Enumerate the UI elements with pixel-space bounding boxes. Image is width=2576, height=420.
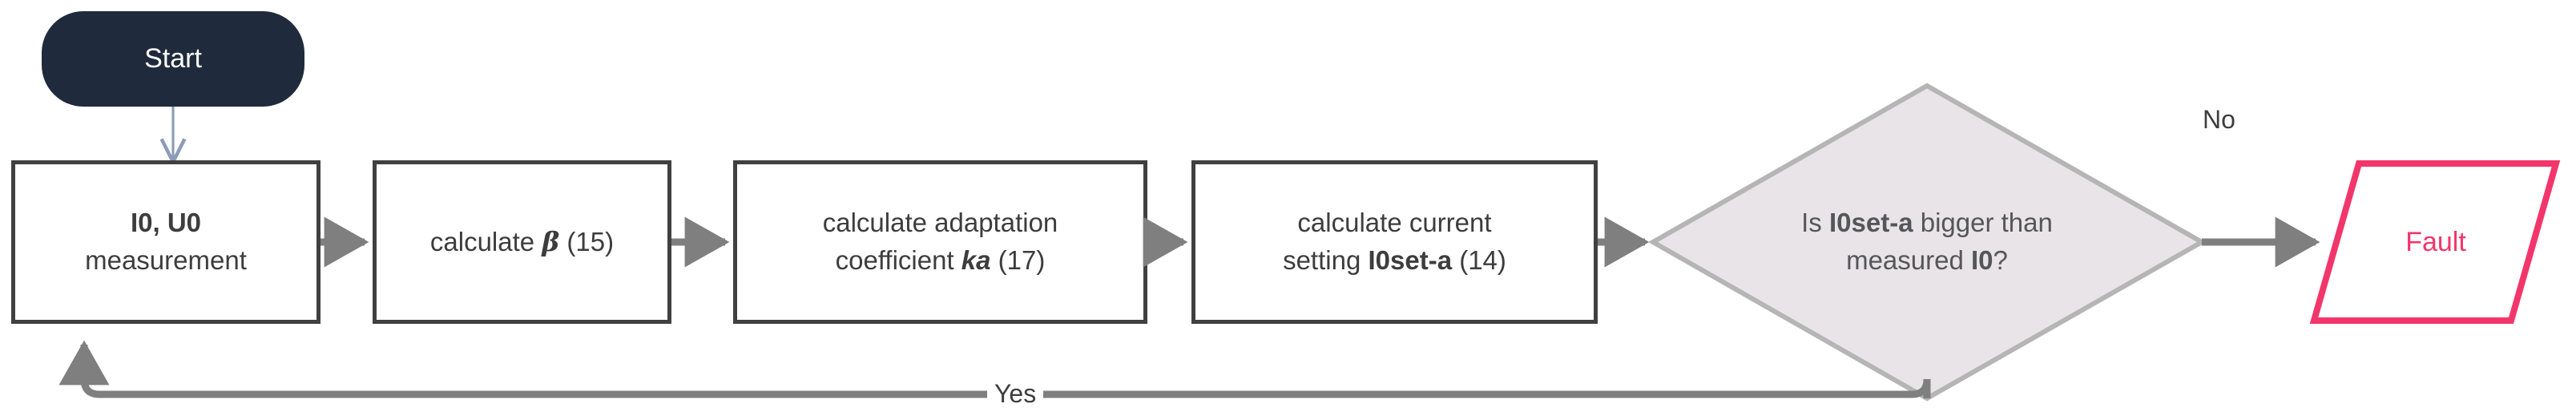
start-node-shape[interactable] (42, 11, 304, 107)
decision-node-shape[interactable] (1647, 83, 2207, 402)
process-4-shape[interactable] (1191, 160, 1598, 324)
edge-label-yes: Yes (987, 381, 1044, 406)
process-2-shape[interactable] (373, 160, 671, 324)
process-1-shape[interactable] (11, 160, 320, 324)
fault-node-shape[interactable] (2309, 160, 2561, 324)
edge-label-no: No (2195, 107, 2243, 132)
process-3-shape[interactable] (733, 160, 1147, 324)
